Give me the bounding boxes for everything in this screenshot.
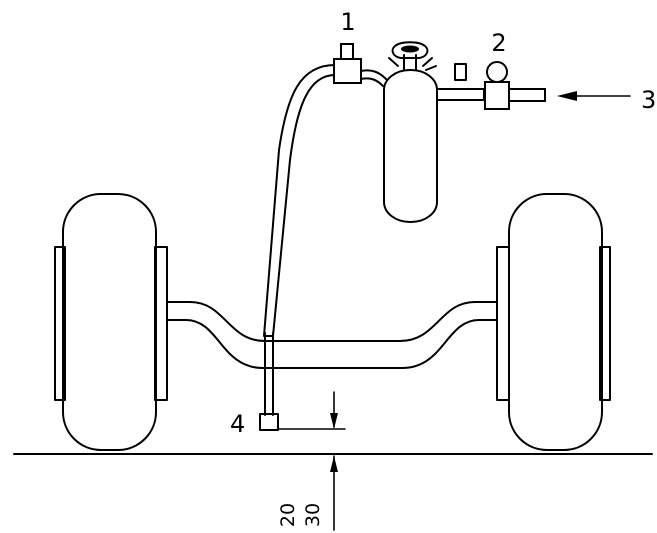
- dimension-label-20: 20: [277, 503, 299, 527]
- axle-beam: [166, 301, 498, 369]
- dimension-label-30: 30: [302, 503, 324, 527]
- indicator-block: [454, 63, 467, 81]
- hose: [263, 64, 387, 416]
- label-3: 3: [641, 86, 656, 114]
- label-4: 4: [230, 410, 245, 438]
- gas-cylinder: [383, 41, 438, 223]
- label-2: 2: [491, 29, 506, 57]
- fitting-1: [333, 43, 362, 84]
- clearance-dimension: [277, 391, 346, 531]
- regulator-2: [436, 61, 546, 110]
- label-1: 1: [340, 8, 355, 36]
- nozzle-4: [259, 413, 279, 431]
- right-wheel: [496, 193, 611, 451]
- left-wheel: [54, 193, 168, 451]
- inlet-arrow-3: [557, 91, 631, 101]
